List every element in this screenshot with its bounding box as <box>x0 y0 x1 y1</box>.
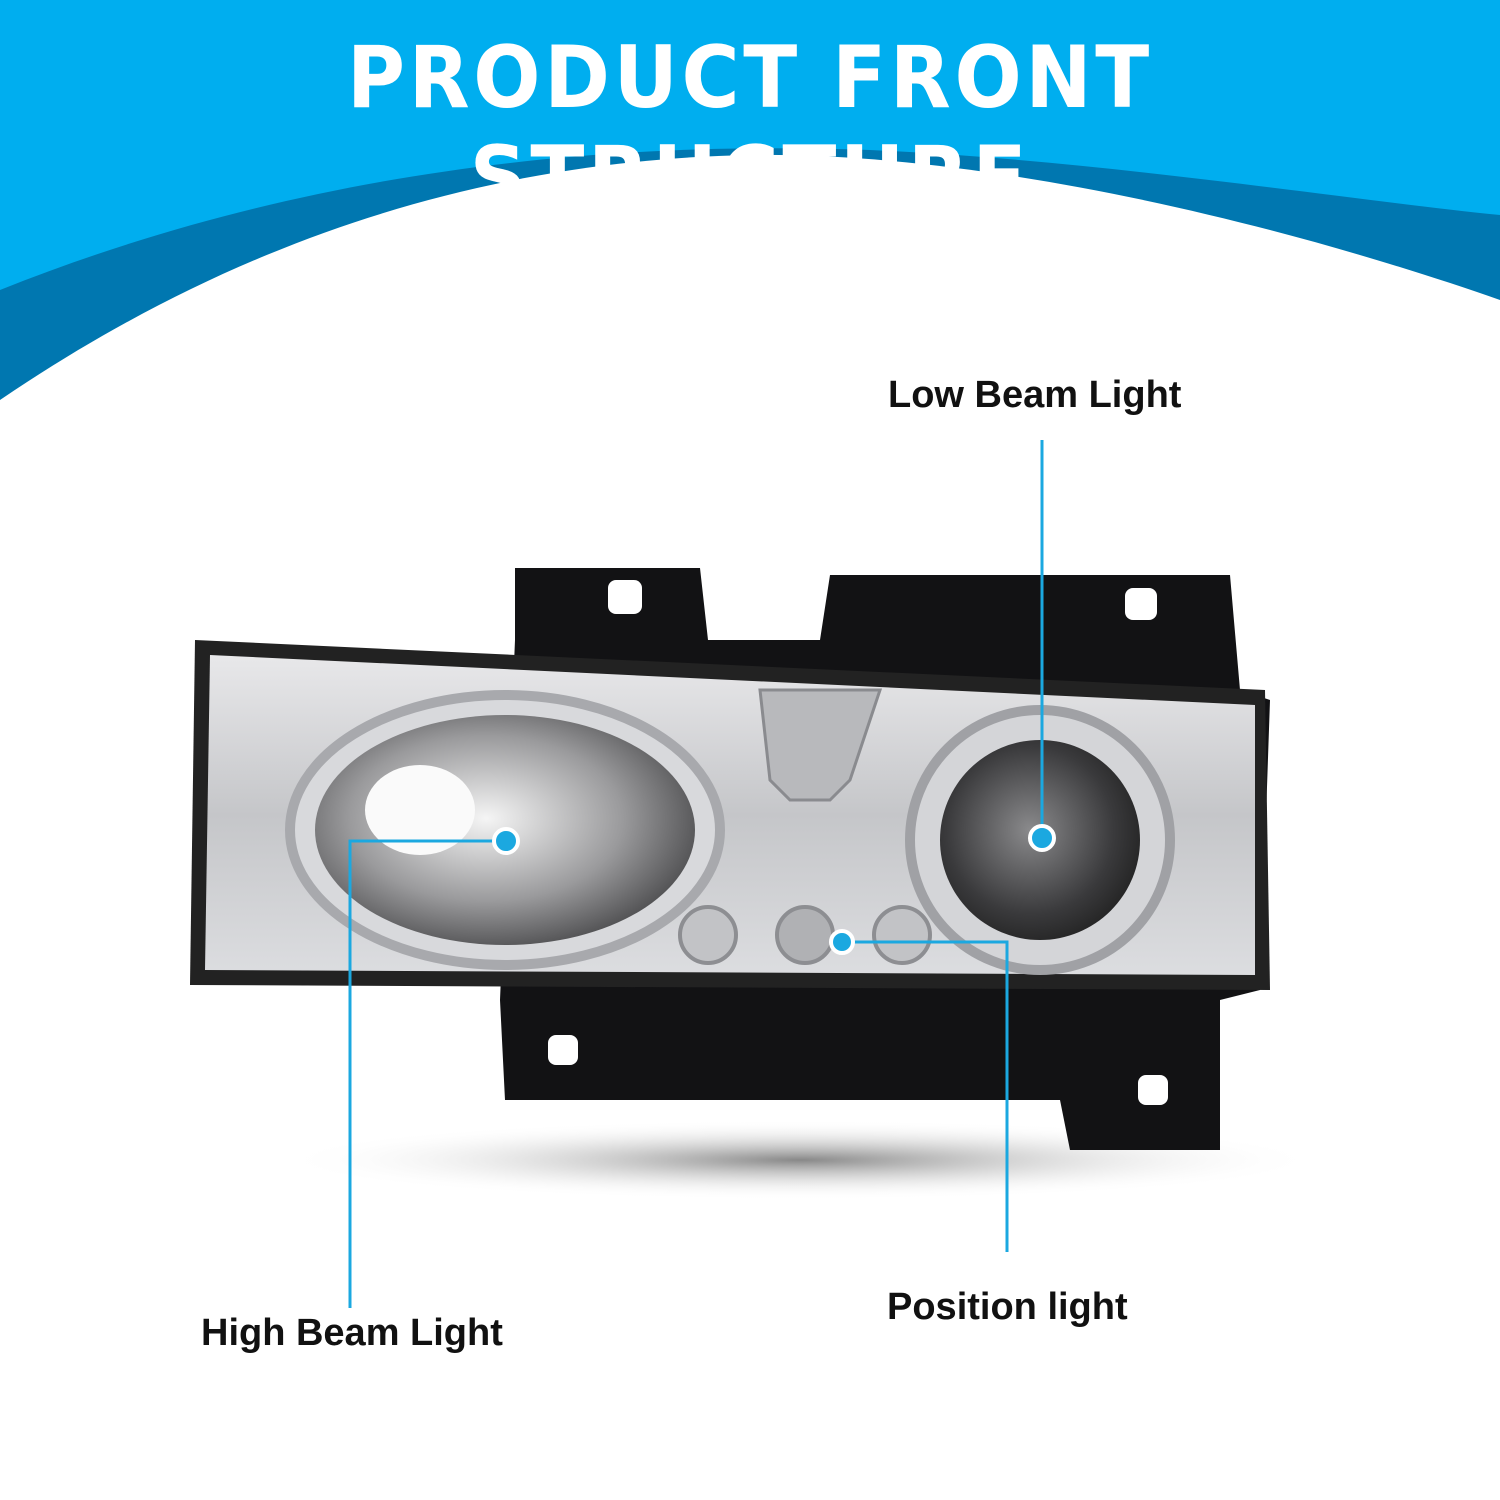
page-title: PRODUCT FRONT STRUCTURE <box>347 28 1153 228</box>
low-beam-marker <box>1028 824 1056 852</box>
position-marker <box>829 929 855 955</box>
position-light-label: Position light <box>887 1286 1128 1328</box>
position-lights <box>678 905 932 965</box>
high-beam-marker <box>492 827 520 855</box>
high-beam-label: High Beam Light <box>201 1312 503 1354</box>
callout-lines <box>348 440 1044 1308</box>
shadow <box>280 1120 1320 1200</box>
low-beam-label: Low Beam Light <box>888 374 1182 416</box>
